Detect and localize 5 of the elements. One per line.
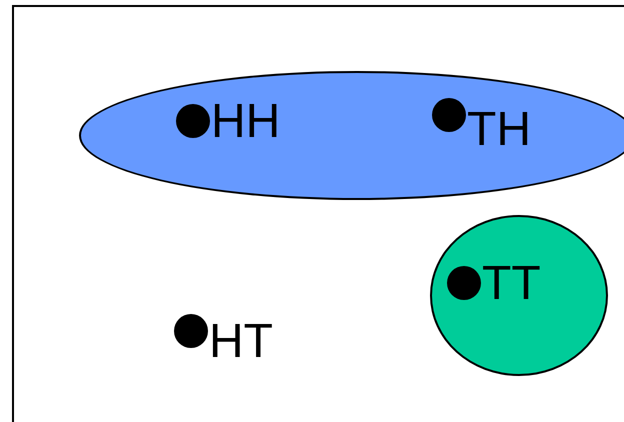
sample-space-frame [12,5,624,422]
outcome-label: TT [482,260,541,308]
outcome-label: HT [209,318,273,366]
outcome-label: HH [211,98,280,146]
outcome-label: TH [467,106,531,154]
